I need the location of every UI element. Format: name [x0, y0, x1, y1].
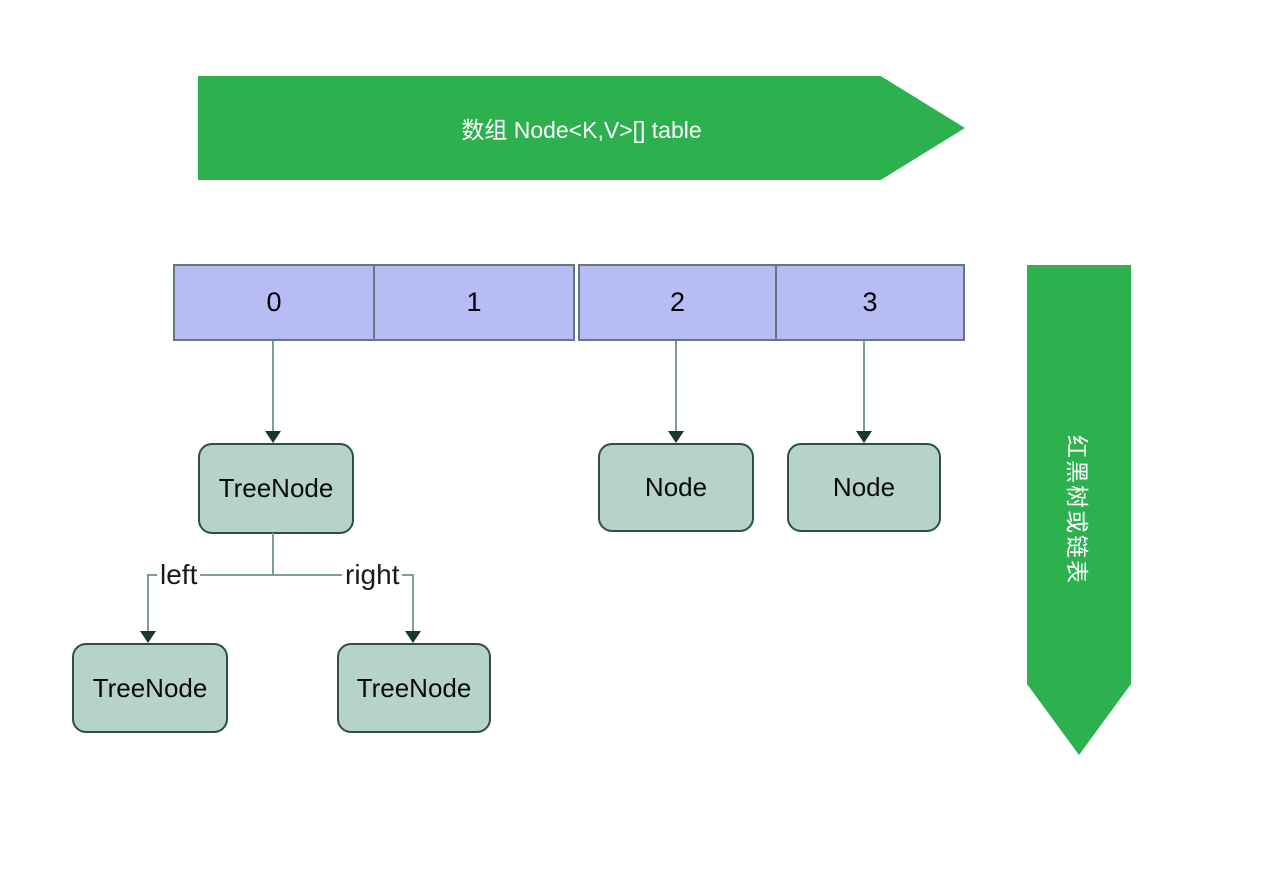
array-cell-1: 1 — [373, 264, 575, 341]
connector-root-stem — [272, 533, 274, 575]
treenode-right-box: TreeNode — [337, 643, 491, 733]
node-bucket3-box: Node — [787, 443, 941, 532]
connector-left-drop — [147, 576, 149, 632]
treenode-right-label: TreeNode — [356, 672, 472, 703]
treenode-left-label: TreeNode — [92, 672, 208, 703]
arrowhead-down-icon — [856, 431, 872, 443]
node-bucket3-label: Node — [832, 472, 896, 502]
arrowhead-down-icon — [140, 631, 156, 643]
array-cell-0-label: 0 — [266, 287, 282, 317]
array-cell-3-label: 3 — [862, 287, 878, 317]
connector-cell0-treenode — [272, 341, 274, 431]
edge-label-left: left — [157, 559, 201, 591]
array-cell-3: 3 — [775, 264, 965, 341]
array-cell-1-label: 1 — [466, 287, 482, 317]
array-cell-2: 2 — [578, 264, 777, 341]
treenode-root-box: TreeNode — [198, 443, 354, 534]
arrowhead-down-icon — [405, 631, 421, 643]
array-cell-2-label: 2 — [669, 287, 686, 317]
arrowhead-down-icon — [668, 431, 684, 443]
node-bucket2-label: Node — [644, 472, 708, 502]
edge-label-right: right — [342, 559, 403, 591]
connector-branch — [147, 574, 414, 576]
node-bucket2-box: Node — [598, 443, 754, 532]
treenode-root-label: TreeNode — [218, 473, 334, 503]
rbtree-banner-arrow: 红黑树或链表 — [1027, 265, 1131, 755]
arrowhead-down-icon — [265, 431, 281, 443]
rbtree-banner-label: 红黑树或链表 — [1064, 435, 1090, 585]
connector-right-drop — [412, 576, 414, 632]
array-banner-label: 数组 Node<K,V>[] table — [461, 117, 702, 143]
array-banner-arrow: 数组 Node<K,V>[] table — [198, 76, 965, 180]
connector-cell3-node — [863, 341, 865, 431]
connector-cell2-node — [675, 341, 677, 431]
array-cell-0: 0 — [173, 264, 375, 341]
treenode-left-box: TreeNode — [72, 643, 228, 733]
